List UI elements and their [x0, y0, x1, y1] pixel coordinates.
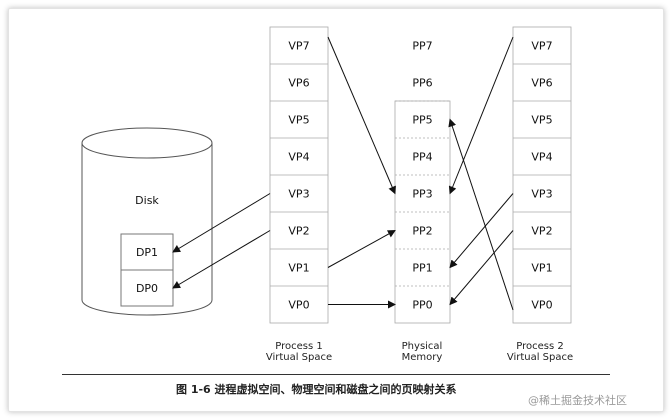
disk-block-dp0: DP0 — [120, 269, 174, 307]
p1-page-vp4: VP4 — [288, 151, 309, 164]
mapping-arrow — [172, 193, 271, 253]
disk-block-dp1: DP1 — [120, 233, 174, 271]
p1-page-vp1: VP1 — [288, 262, 309, 275]
figure-caption: 图 1-6 进程虚拟空间、物理空间和磁盘之间的页映射关系 — [176, 383, 457, 396]
mapping-arrow — [448, 118, 514, 311]
process1-caption: Process 1 Virtual Space — [244, 341, 354, 363]
mapping-arrow — [449, 193, 514, 269]
pm-page-pp0: PP0 — [412, 299, 432, 312]
p1-page-vp0: VP0 — [288, 299, 309, 312]
disk-label: Disk — [135, 194, 159, 207]
watermark: @稀土掘金技术社区 — [528, 394, 627, 407]
pm-page-pp3: PP3 — [412, 188, 432, 201]
physical-memory-caption: Physical Memory — [367, 341, 477, 363]
p1-page-vp5: VP5 — [288, 114, 309, 127]
process1-caption-line1: Process 1 — [275, 341, 323, 352]
p2-page-vp2: VP2 — [531, 225, 552, 238]
pm-page-pp7: PP7 — [412, 40, 432, 53]
p2-page-vp0: VP0 — [531, 299, 552, 312]
pm-page-pp1: PP1 — [412, 262, 432, 275]
mapping-arrow — [327, 230, 396, 268]
disk-cylinder — [81, 127, 213, 316]
process1-caption-line2: Virtual Space — [265, 352, 333, 363]
pm-page-pp4: PP4 — [412, 151, 432, 164]
pm-page-pp2: PP2 — [412, 225, 432, 238]
pm-page-pp6: PP6 — [412, 77, 432, 90]
physical-caption-line1: Physical — [401, 341, 443, 352]
process2-caption-line1: Process 2 — [516, 341, 564, 352]
mapping-arrow — [327, 36, 396, 195]
pm-page-pp5: PP5 — [412, 114, 432, 127]
physical-caption-line2: Memory — [401, 352, 443, 363]
disk-block-label: DP1 — [136, 246, 158, 259]
p1-page-vp6: VP6 — [288, 77, 309, 90]
p1-page-vp2: VP2 — [288, 225, 309, 238]
process2-caption-line2: Virtual Space — [506, 352, 574, 363]
p2-page-vp3: VP3 — [531, 188, 552, 201]
disk-block-label: DP0 — [136, 282, 158, 295]
p1-page-vp7: VP7 — [288, 40, 309, 53]
process2-caption: Process 2 Virtual Space — [485, 341, 595, 363]
p2-page-vp7: VP7 — [531, 40, 552, 53]
p1-page-vp3: VP3 — [288, 188, 309, 201]
p2-page-vp5: VP5 — [531, 114, 552, 127]
mapping-arrow — [448, 36, 514, 195]
mapping-arrow — [449, 230, 514, 306]
p2-page-vp4: VP4 — [531, 151, 552, 164]
p2-page-vp6: VP6 — [531, 77, 552, 90]
mapping-arrows — [172, 36, 514, 311]
p2-page-vp1: VP1 — [531, 262, 552, 275]
mapping-arrow — [172, 230, 271, 289]
caption-rule — [62, 374, 610, 375]
